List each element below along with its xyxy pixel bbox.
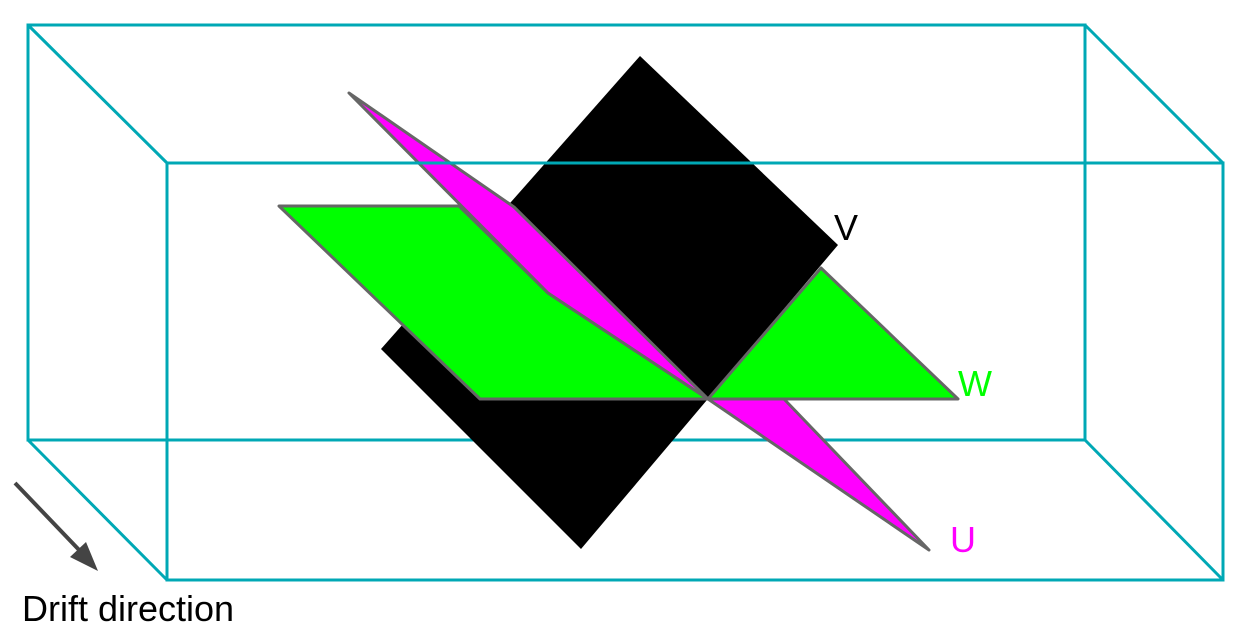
plane-u-label: U <box>950 519 976 560</box>
plane-v-label: V <box>834 207 858 248</box>
box-depth-edge-top-right <box>1083 23 1225 165</box>
drift-arrow-head <box>70 542 98 571</box>
box-depth-edge-top-left <box>26 23 169 165</box>
plane-w-right-part <box>706 266 960 401</box>
box-front-face <box>165 161 1225 582</box>
box-depth-edge-bottom-right <box>1083 438 1225 582</box>
drift-arrow <box>13 481 98 571</box>
plane-u-lower-part <box>706 397 931 552</box>
box-depth-edge-bottom-left <box>26 438 169 582</box>
drift-arrow-line <box>13 481 84 555</box>
box-front-face-edges <box>165 161 1225 582</box>
box-depth-edges <box>26 23 1225 582</box>
drift-direction-label: Drift direction <box>22 588 234 629</box>
plane-w-label: W <box>958 363 992 404</box>
